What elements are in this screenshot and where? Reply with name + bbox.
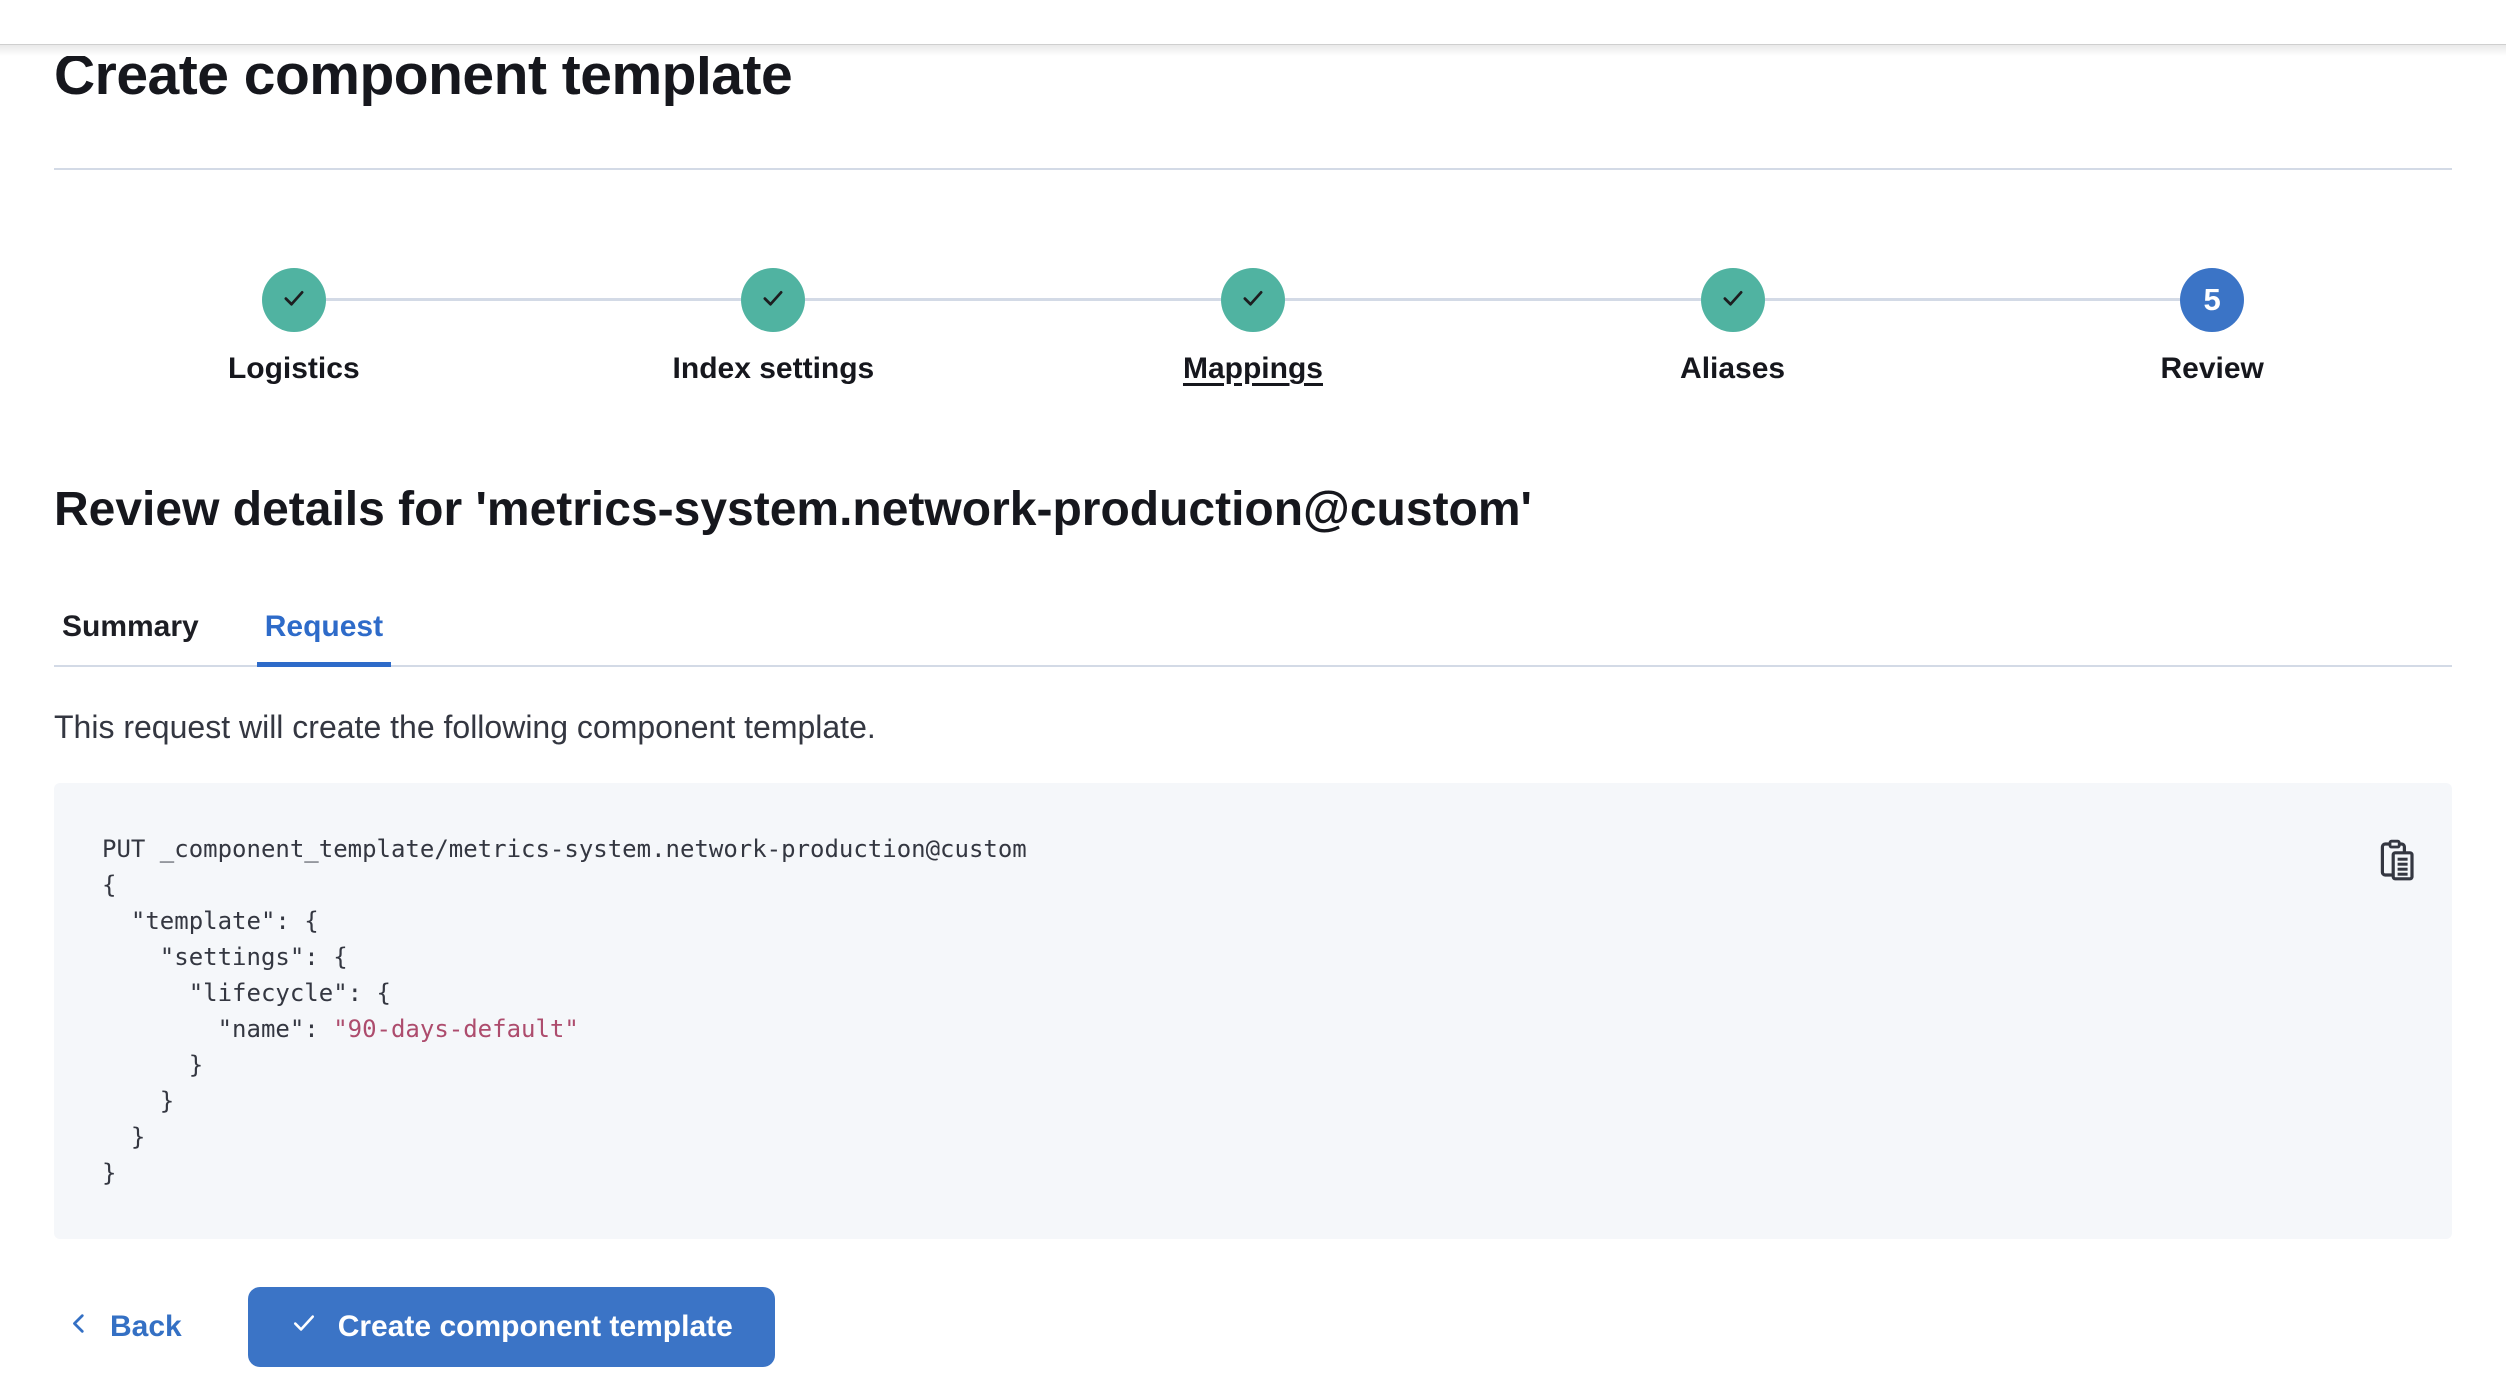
check-icon [290, 1309, 318, 1345]
step-review-current[interactable]: 5 Review [1972, 268, 2452, 386]
check-icon [1718, 283, 1748, 318]
step-mappings[interactable]: Mappings [1013, 268, 1493, 386]
step-label: Aliases [1680, 352, 1786, 385]
step-complete-circle [741, 268, 806, 332]
check-icon [1238, 283, 1268, 318]
title-divider [54, 168, 2452, 170]
step-label: Logistics [227, 352, 360, 385]
request-code-block: PUT _component_template/metrics-system.n… [54, 783, 2452, 1239]
copy-clipboard-icon [2374, 838, 2422, 889]
code-line: { [102, 871, 117, 899]
create-component-template-page: Create component template Logistics Inde… [0, 44, 2506, 1367]
step-aliases[interactable]: Aliases [1492, 268, 1973, 386]
back-button-label: Back [110, 1310, 182, 1343]
step-number-circle: 5 [2180, 268, 2245, 332]
code-line: } [102, 1159, 117, 1187]
code-line: } [102, 1087, 175, 1115]
step-complete-circle [1220, 268, 1285, 332]
step-logistics[interactable]: Logistics [54, 268, 534, 386]
tabs: Summary Request [54, 609, 2452, 667]
stepper: Logistics Index settings Mappings [54, 268, 2452, 386]
step-label: Index settings [672, 352, 875, 385]
code-line: } [102, 1123, 146, 1151]
wizard-footer: Back Create component template [54, 1287, 2452, 1367]
create-button-label: Create component template [337, 1310, 733, 1343]
request-description: This request will create the following c… [54, 709, 876, 745]
step-label: Mappings [1182, 352, 1323, 385]
back-button[interactable]: Back [54, 1310, 194, 1345]
chevron-left-icon [66, 1310, 93, 1345]
review-heading: Review details for 'metrics-system.netwo… [54, 483, 1532, 536]
code-line: "lifecycle": { [102, 979, 391, 1007]
code-line: PUT _component_template/metrics-system.n… [102, 835, 1027, 863]
page-title: Create component template [54, 43, 793, 107]
tab-request[interactable]: Request [256, 609, 392, 667]
step-complete-circle [261, 268, 326, 332]
code-line: "settings": { [102, 943, 348, 971]
code-line: "name": "90-days-default" [102, 1015, 579, 1043]
step-complete-circle [1700, 268, 1765, 332]
create-component-template-button[interactable]: Create component template [247, 1287, 775, 1367]
step-index-settings[interactable]: Index settings [533, 268, 1014, 386]
step-number: 5 [2203, 282, 2221, 317]
copy-button[interactable] [2370, 835, 2426, 891]
tab-summary[interactable]: Summary [54, 609, 207, 665]
check-icon [758, 283, 788, 318]
code-string-value: "90-days-default" [333, 1015, 579, 1043]
check-icon [279, 283, 309, 318]
code-line: } [102, 1051, 204, 1079]
code-line: "template": { [102, 907, 319, 935]
step-label: Review [2160, 352, 2264, 385]
